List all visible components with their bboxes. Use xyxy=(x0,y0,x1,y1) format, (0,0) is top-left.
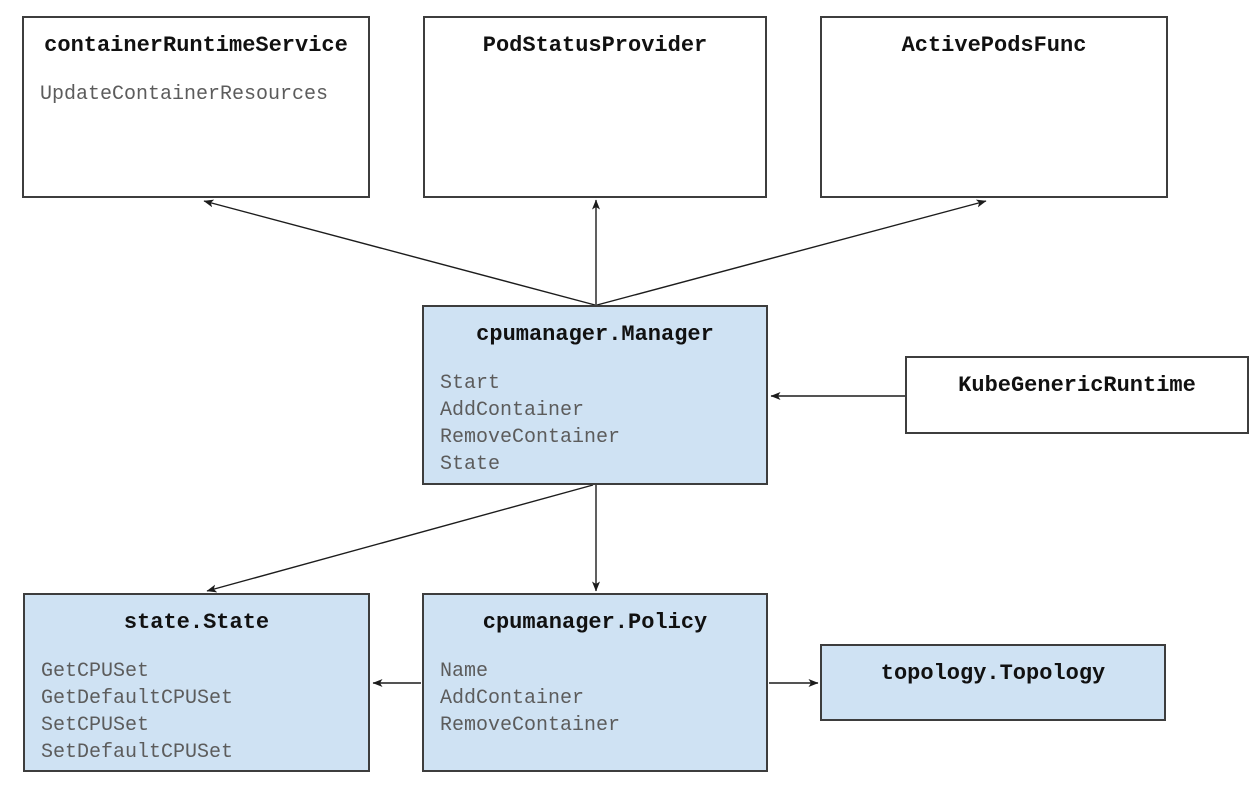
node-method: UpdateContainerResources xyxy=(40,83,329,106)
node-method: SetDefaultCPUSet xyxy=(41,741,234,764)
node-method: SetCPUSet xyxy=(41,714,150,737)
node-title: state.State xyxy=(123,610,270,635)
node-cpumanager-policy: cpumanager.Policy Name AddContainer Remo… xyxy=(422,593,768,772)
node-title: ActivePodsFunc xyxy=(901,33,1087,58)
edge-manager-to-container-runtime-service xyxy=(203,199,596,306)
node-title: KubeGenericRuntime xyxy=(958,373,1196,398)
node-method: GetCPUSet xyxy=(41,660,150,683)
node-method: RemoveContainer xyxy=(440,714,621,737)
node-pod-status-provider: PodStatusProvider xyxy=(423,16,767,198)
node-method: GetDefaultCPUSet xyxy=(41,687,234,710)
node-methods: UpdateContainerResources xyxy=(24,81,368,108)
node-method: AddContainer xyxy=(440,687,585,710)
node-method: State xyxy=(440,453,501,476)
edge-manager-to-active-pods-func xyxy=(596,199,987,306)
node-cpumanager-manager: cpumanager.Manager Start AddContainer Re… xyxy=(422,305,768,485)
node-methods: Start AddContainer RemoveContainer State xyxy=(424,370,766,478)
node-title: PodStatusProvider xyxy=(482,33,708,58)
node-method: Start xyxy=(440,372,501,395)
node-title: topology.Topology xyxy=(880,661,1106,686)
node-state-state: state.State GetCPUSet GetDefaultCPUSet S… xyxy=(23,593,370,772)
node-method: Name xyxy=(440,660,489,683)
node-title: cpumanager.Policy xyxy=(482,610,708,635)
node-kube-generic-runtime: KubeGenericRuntime xyxy=(905,356,1249,434)
node-title: containerRuntimeService xyxy=(44,33,348,58)
node-method: AddContainer xyxy=(440,399,585,422)
node-title: cpumanager.Manager xyxy=(476,322,714,347)
node-methods: Name AddContainer RemoveContainer xyxy=(424,658,766,739)
node-methods: GetCPUSet GetDefaultCPUSet SetCPUSet Set… xyxy=(25,658,368,766)
edge-manager-to-state-state xyxy=(206,484,594,593)
node-topology-topology: topology.Topology xyxy=(820,644,1166,721)
node-container-runtime-service: containerRuntimeService UpdateContainerR… xyxy=(22,16,370,198)
node-method: RemoveContainer xyxy=(440,426,621,449)
node-active-pods-func: ActivePodsFunc xyxy=(820,16,1168,198)
